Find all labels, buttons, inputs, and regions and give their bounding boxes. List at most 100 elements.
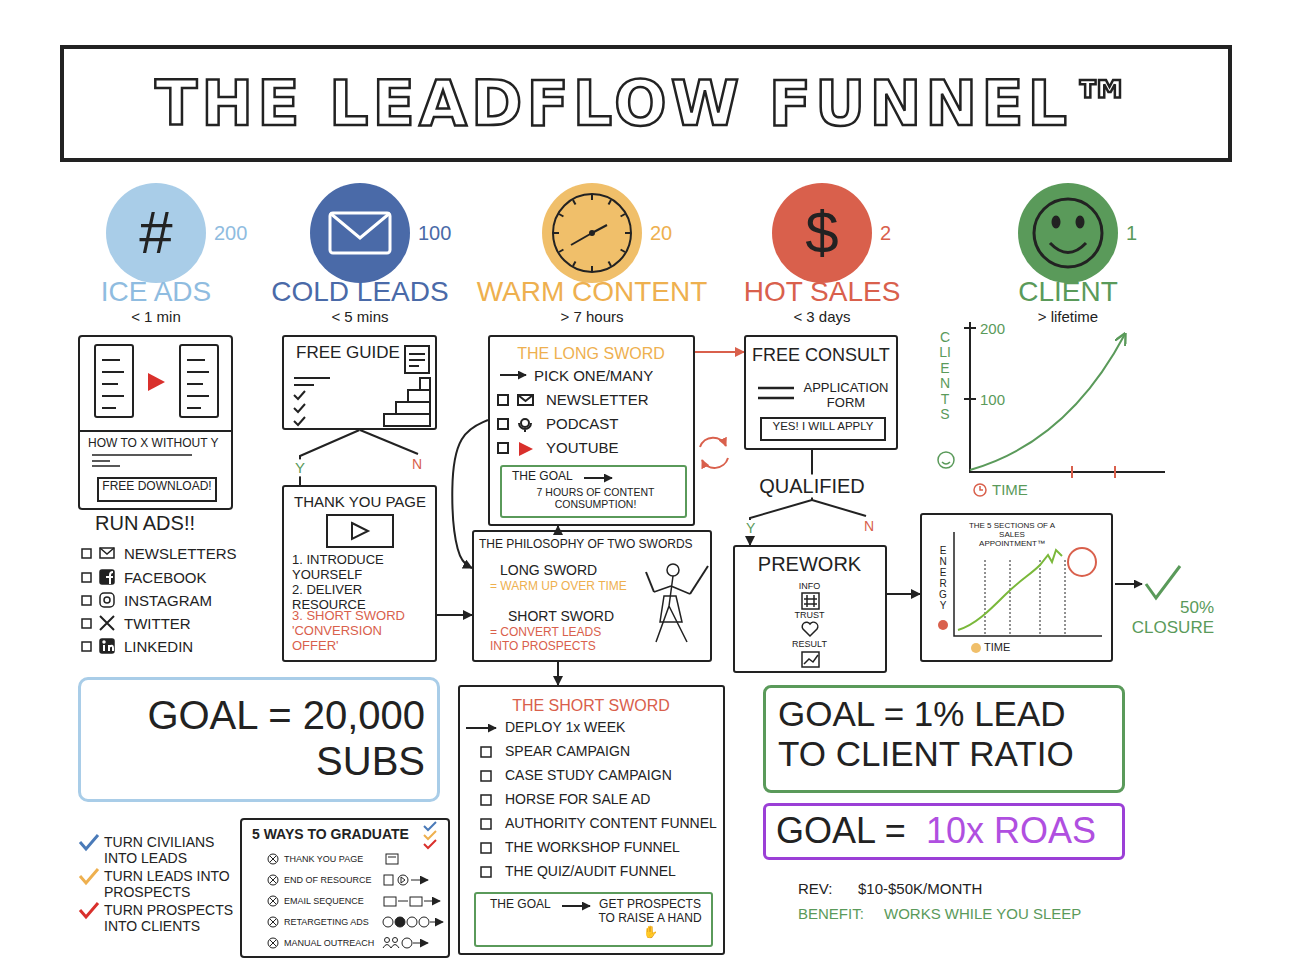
- legend-text: TURN CIVILIANS INTO LEADS: [104, 834, 214, 866]
- graduate-icons: [388, 857, 396, 858]
- client-chart: [938, 452, 954, 468]
- node-text: GOAL = 20,000 SUBS: [95, 692, 425, 784]
- branch-line: [812, 500, 866, 516]
- node-text: NEWSLETTER: [546, 391, 686, 408]
- node-text: SHORT SWORD: [508, 608, 628, 624]
- clock-ticks: [559, 214, 563, 217]
- energy-chart: [985, 560, 1065, 636]
- graduate-icons: [268, 917, 443, 927]
- ad-icons: [92, 455, 192, 466]
- node-text: APPLICATION FORM: [800, 381, 892, 411]
- ad-icons: [102, 360, 209, 408]
- ad-card: HOW TO X WITHOUT YFREE DOWNLOAD!: [78, 335, 233, 510]
- legend-entry: TURN CIVILIANS INTO LEADS: [104, 834, 238, 866]
- short-sword-box: THE SHORT SWORDDEPLOY 1x WEEKSPEAR CAMPA…: [458, 685, 725, 955]
- graduate-icons: [384, 875, 393, 885]
- graduate-icons: [268, 875, 428, 885]
- graduate-icons: [383, 945, 391, 949]
- play-icon: [148, 373, 165, 391]
- video-icon: [327, 515, 393, 547]
- shortsword-icons: [562, 905, 590, 907]
- graduate-icons: [424, 831, 436, 839]
- node-text: FREE DOWNLOAD!: [99, 480, 215, 494]
- prework-icons: [802, 652, 819, 667]
- node-text: 5 WAYS TO GRADUATE: [252, 826, 422, 842]
- clock-ticks: [554, 232, 559, 234]
- label-text: TWITTER: [124, 615, 191, 632]
- stage: #200ICE ADS< 1 min: [36, 180, 276, 331]
- checkbox: [82, 573, 91, 582]
- samurai-illustration: [667, 564, 679, 576]
- graduate-icons: [268, 854, 398, 864]
- node-text: 100: [418, 222, 468, 245]
- ad-icons: [180, 345, 218, 417]
- legend-entry: TURN PROSPECTS INTO CLIENTS: [104, 902, 238, 934]
- graduate-icons: [270, 898, 276, 904]
- shortsword-icons: [481, 843, 491, 853]
- title-box: THE LEADFLOW FUNNEL™: [60, 45, 1232, 162]
- graduate-icons: [270, 856, 276, 862]
- node-text: CASE STUDY CAMPAIGN: [505, 767, 720, 783]
- connector-arrow: [695, 351, 744, 353]
- video-icon: [327, 515, 393, 547]
- samurai-illustration: [690, 566, 708, 594]
- node-text: MANUAL OUTREACH: [284, 938, 394, 948]
- guide-icons: [384, 378, 430, 426]
- stage-circle: [310, 183, 410, 283]
- checkbox: [82, 596, 91, 605]
- node-text: 3. SHORT SWORD 'CONVERSION OFFER': [292, 609, 412, 654]
- client-chart: [964, 328, 976, 399]
- node-text: THE WORKSHOP FUNNEL: [505, 839, 720, 855]
- clock-ticks: [625, 232, 630, 234]
- social-icons: [103, 641, 105, 643]
- node-text: CLIENT: [938, 276, 1198, 308]
- node-text: 1: [1126, 222, 1176, 245]
- smiley-icon: [1050, 243, 1086, 253]
- shortsword-icons: [481, 747, 491, 757]
- closure-arrow: [1146, 566, 1180, 598]
- legend-check: [80, 835, 98, 849]
- social-icons: [100, 548, 114, 554]
- stage: 100COLD LEADS< 5 mins: [240, 180, 480, 331]
- longsword-icons: [518, 395, 533, 401]
- ad-icons: [78, 430, 233, 432]
- node-text: THANK YOU PAGE: [284, 854, 394, 864]
- stage-circle: [106, 183, 1118, 283]
- connector-arrow: [750, 450, 812, 545]
- envelope-icon: [330, 213, 390, 238]
- longsword-icons: [498, 443, 508, 453]
- chart-box: THE 5 SECTIONS OF A SALES APPOINTMENT™EN…: [920, 513, 1113, 662]
- label-text: N: [412, 456, 422, 472]
- longsword-icons: [518, 395, 533, 405]
- clock-ticks: [591, 195, 593, 200]
- label-text: REV:: [798, 880, 832, 897]
- shortsword-icons: [466, 727, 496, 729]
- node-text: TIME: [984, 641, 1024, 654]
- node-text: FREE GUIDE: [296, 343, 404, 363]
- social-icons: [100, 548, 114, 653]
- smiley-icon: [1077, 217, 1083, 227]
- label-text: 100: [980, 391, 1005, 408]
- longsword-icons: [521, 419, 529, 427]
- node-text: RESULT: [735, 639, 884, 649]
- closure-arrow: [1115, 566, 1180, 598]
- client-chart: [970, 322, 1165, 472]
- client-chart: [980, 486, 983, 490]
- goal-box: THE GOAL7 HOURS OF CONTENT CONSUMPTION!: [500, 465, 687, 518]
- energy-chart: [971, 643, 981, 653]
- social-icons: [106, 572, 113, 584]
- clock-ticks: [573, 262, 576, 266]
- form-icon: [758, 388, 794, 398]
- graduate-icons: [268, 917, 278, 927]
- node-text: #: [96, 198, 216, 267]
- prework-icons: [804, 595, 817, 607]
- node-text: FREE CONSULT: [752, 345, 896, 366]
- client-chart: [938, 322, 1165, 496]
- node-text: INFO: [735, 581, 884, 591]
- graduate-icons: [270, 940, 276, 946]
- label-text: WORKS WHILE YOU SLEEP: [884, 905, 1081, 922]
- graduate-icons: [402, 938, 412, 948]
- label-text: $10-$50K/MONTH: [858, 880, 982, 897]
- graduate-icons: [383, 917, 393, 927]
